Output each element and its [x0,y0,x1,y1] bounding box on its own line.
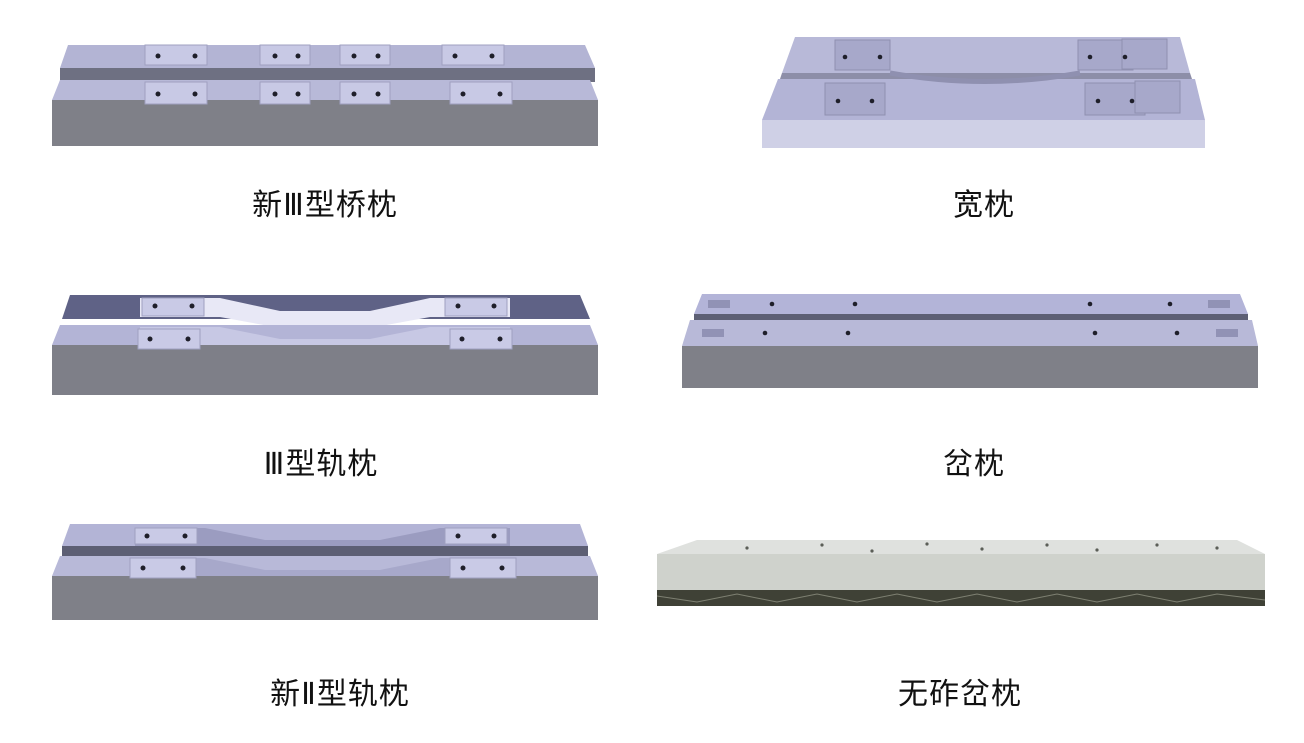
product-tile-wide [760,35,1205,150]
type-ii-sleeper-pair-image [52,524,598,620]
product-name: 新Ⅱ型轨枕 [270,677,410,712]
turnout-sleeper-pair-image [682,294,1258,388]
product-name: Ⅲ型轨枕 [263,447,379,482]
ballastless-turnout-sleeper-photo [656,532,1267,606]
product-tile-ballastless-turnout [656,532,1267,606]
product-name: 宽枕 [953,188,1015,223]
product-tile-new-iii-bridge [50,40,600,150]
bridge-sleeper-pair-image [52,44,598,146]
product-name: 无砟岔枕 [898,677,1022,712]
type-iii-sleeper-pair-image [52,295,598,395]
wide-sleeper-pair-image [762,37,1205,148]
product-name: 新Ⅲ型桥枕 [252,188,398,223]
product-tile-new-ii [50,522,600,622]
product-tile-type-iii [50,293,600,398]
product-name: 岔枕 [943,447,1005,482]
product-tile-turnout [680,292,1260,392]
